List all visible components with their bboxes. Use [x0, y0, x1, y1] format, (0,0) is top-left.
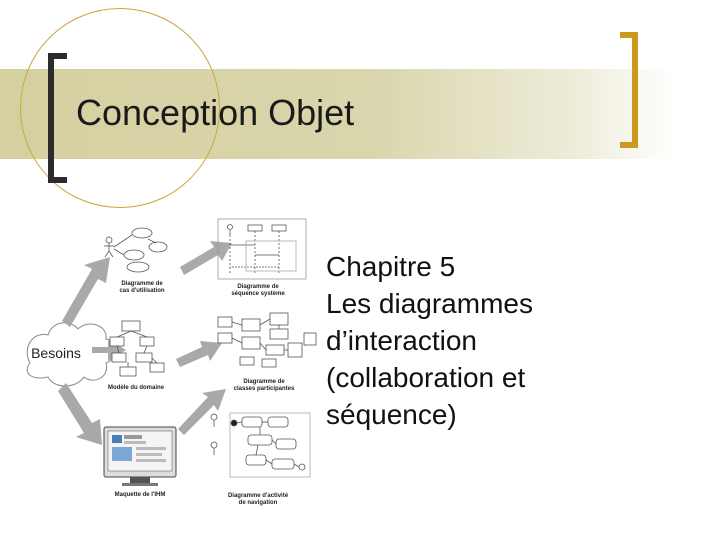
domain-model-diagram-thumbnail — [109, 320, 165, 377]
arrow-to-domain-model-icon — [92, 339, 126, 361]
sequence-system-diagram-thumbnail — [217, 218, 307, 280]
ihm-mockup-caption: Maquette de l'IHM — [115, 492, 166, 498]
slide-title: Conception Objet — [76, 92, 355, 133]
sequence-system-caption-line1: Diagramme de — [237, 284, 279, 290]
besoins-cloud: Besoins — [26, 322, 116, 387]
right-bracket-decoration — [620, 32, 638, 148]
besoins-label: Besoins — [31, 345, 81, 361]
domain-model-caption: Modèle du domaine — [108, 385, 165, 391]
sequence-system-caption-line2: séquence système — [231, 291, 285, 297]
uml-process-figure: Besoins — [18, 213, 318, 513]
left-bracket-decoration — [48, 53, 67, 183]
participant-classes-diagram-thumbnail — [217, 312, 317, 368]
arrow-to-activity-icon — [178, 389, 226, 435]
body-line-2: Les diagrammes — [326, 288, 533, 319]
chapter-label: Chapitre 5 — [326, 251, 456, 282]
title-decorative-circle — [20, 8, 220, 208]
use-case-caption-line1: Diagramme de — [121, 281, 163, 287]
body-line-4: (collaboration et — [326, 362, 526, 393]
navigation-activity-caption-line1: Diagramme d'activité — [228, 493, 289, 499]
body-line-3: d’interaction — [326, 325, 477, 356]
arrow-to-sequence-icon — [180, 241, 232, 275]
arrow-to-participant-classes-icon — [176, 341, 222, 367]
slide-body-text: Chapitre 5 Les diagrammes d’interaction … — [326, 248, 696, 433]
navigation-activity-diagram-thumbnail — [210, 412, 311, 478]
use-case-diagram-thumbnail — [104, 227, 168, 273]
use-case-caption-line2: cas d'utilisation — [119, 288, 164, 294]
navigation-activity-caption-line2: de navigation — [239, 500, 278, 506]
arrow-to-use-case-icon — [62, 257, 110, 327]
flow-arrows — [58, 241, 232, 445]
participant-classes-caption-line2: classes participantes — [234, 386, 295, 392]
arrow-to-ihm-icon — [58, 383, 102, 445]
ihm-mockup-monitor-icon — [103, 426, 177, 486]
body-line-5: séquence) — [326, 399, 457, 430]
participant-classes-caption-line1: Diagramme de — [243, 379, 285, 385]
